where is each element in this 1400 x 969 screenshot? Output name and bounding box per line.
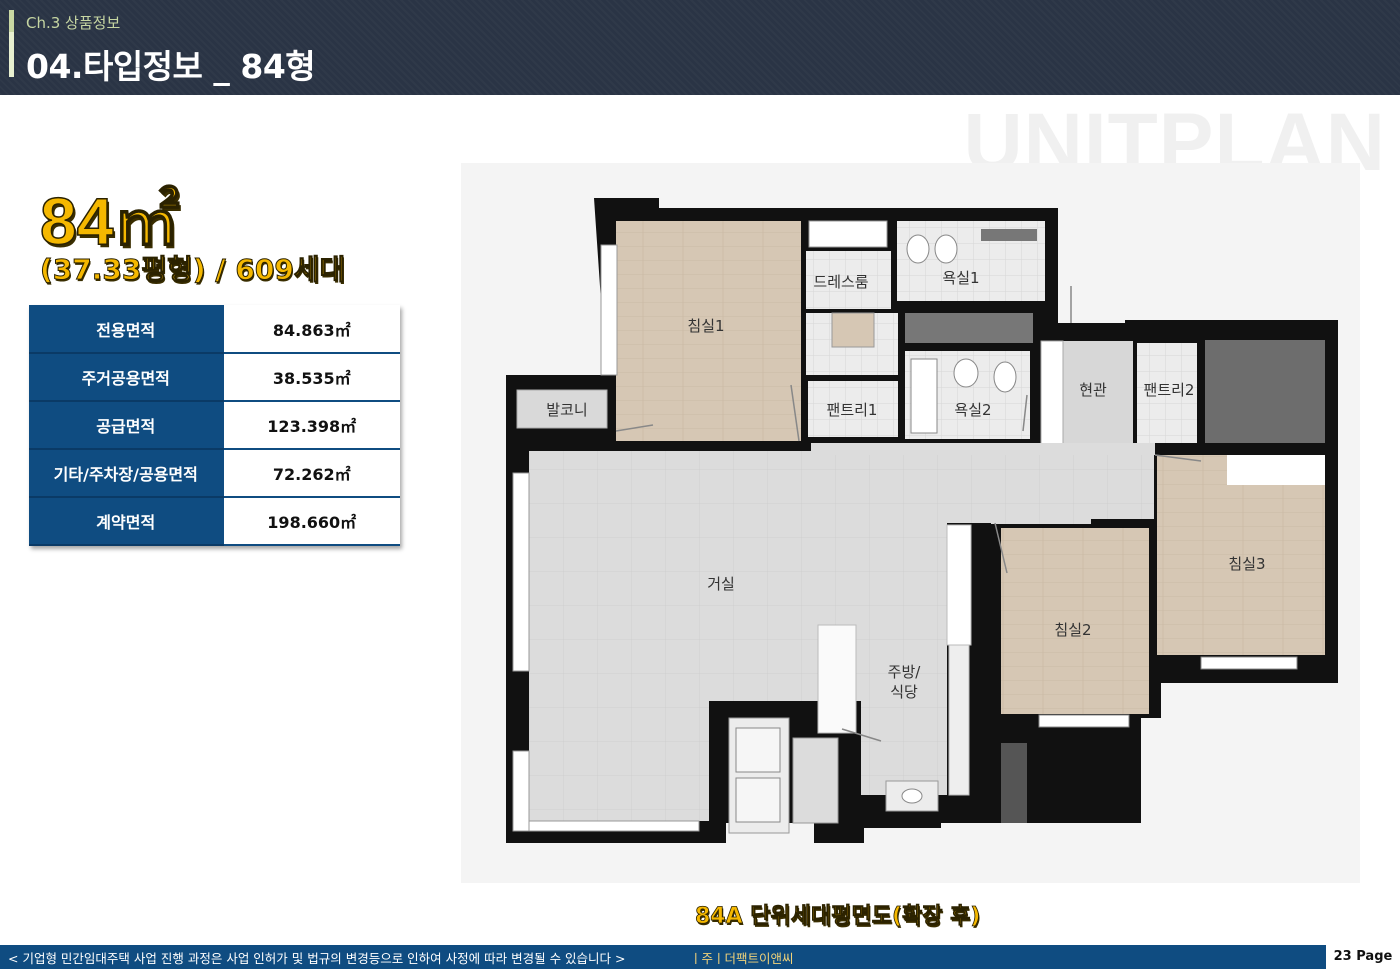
- bedroom2-label: 침실2: [1054, 621, 1091, 639]
- bath2-label: 욕실2: [954, 401, 991, 419]
- table-value: 123.398㎡: [222, 401, 400, 450]
- kitchen-counter: [946, 524, 972, 646]
- header-accent: [9, 10, 14, 77]
- bath1-label: 욕실1: [942, 269, 979, 287]
- area-heading: 84㎡: [39, 183, 180, 259]
- living-label: 거실: [707, 575, 735, 593]
- page-title: 04.타입정보 _ 84형: [26, 47, 316, 86]
- bedroom1-label: 침실1: [687, 317, 724, 335]
- table-row: 주거공용면적 38.535㎡: [29, 353, 400, 402]
- bedroom3-label: 침실3: [1228, 555, 1265, 573]
- footer-company: ㅣ주ㅣ더팩트이앤씨: [690, 951, 794, 966]
- balcony-floor: [516, 389, 608, 429]
- table-label: 계약면적: [29, 497, 223, 546]
- kitchen-label-line2: 식당: [890, 683, 918, 701]
- table-value: 198.660㎡: [222, 497, 400, 546]
- header-bar: Ch.3 상품정보 04.타입정보 _ 84형: [0, 0, 1400, 95]
- dressroom-floor: [806, 251, 891, 309]
- table-value: 72.262㎡: [222, 449, 400, 498]
- footer-notice: < 기업형 민간임대주택 사업 진행 과정은 사업 인허가 및 법규의 변경등으…: [8, 951, 626, 966]
- page-number: 23 Page: [1326, 945, 1400, 969]
- table-value: 38.535㎡: [222, 353, 400, 402]
- footer-bar: < 기업형 민간임대주택 사업 진행 과정은 사업 인허가 및 법규의 변경등으…: [0, 945, 1400, 969]
- bedroom1-floor: [616, 221, 801, 441]
- pantry1-floor: [808, 381, 898, 437]
- entrance-label: 현관: [1079, 381, 1107, 399]
- dressroom-label: 드레스룸: [813, 273, 868, 291]
- bedroom2-floor: [1001, 528, 1149, 714]
- pantry1-label: 팬트리1: [827, 401, 878, 419]
- balcony-label: 발코니: [546, 401, 587, 419]
- kitchen-label-line1: 주방/: [888, 663, 922, 681]
- area-detail: (37.33평형) / 609세대: [39, 253, 346, 287]
- table-label: 공급면적: [29, 401, 223, 450]
- pantry2-label: 팬트리2: [1144, 381, 1195, 399]
- table-row: 계약면적 198.660㎡: [29, 497, 400, 546]
- pantry2-floor: [1137, 343, 1197, 443]
- floor-plan-caption: 84A 단위세대평면도(확장 후): [695, 904, 981, 930]
- door-arrows: [615, 286, 1202, 742]
- table-label: 주거공용면적: [29, 353, 223, 402]
- bedroom3-floor: [1157, 455, 1325, 655]
- table-value: 84.863㎡: [222, 305, 400, 354]
- floor-plan: 침실1 드레스룸 욕실1 발코니 팬트리1 욕실2 현관 팬트리2 거실 침실2…: [461, 163, 1360, 883]
- chapter-label: Ch.3 상품정보: [26, 14, 121, 32]
- table-row: 공급면적 123.398㎡: [29, 401, 400, 450]
- table-row: 기타/주차장/공용면적 72.262㎡: [29, 449, 400, 498]
- table-label: 기타/주차장/공용면적: [29, 449, 223, 498]
- area-table: 전용면적 84.863㎡ 주거공용면적 38.535㎡ 공급면적 123.398…: [29, 305, 400, 546]
- table-label: 전용면적: [29, 305, 223, 354]
- floor-plan-drawing: 침실1 드레스룸 욕실1 발코니 팬트리1 욕실2 현관 팬트리2 거실 침실2…: [506, 198, 1338, 843]
- table-row: 전용면적 84.863㎡: [29, 305, 400, 354]
